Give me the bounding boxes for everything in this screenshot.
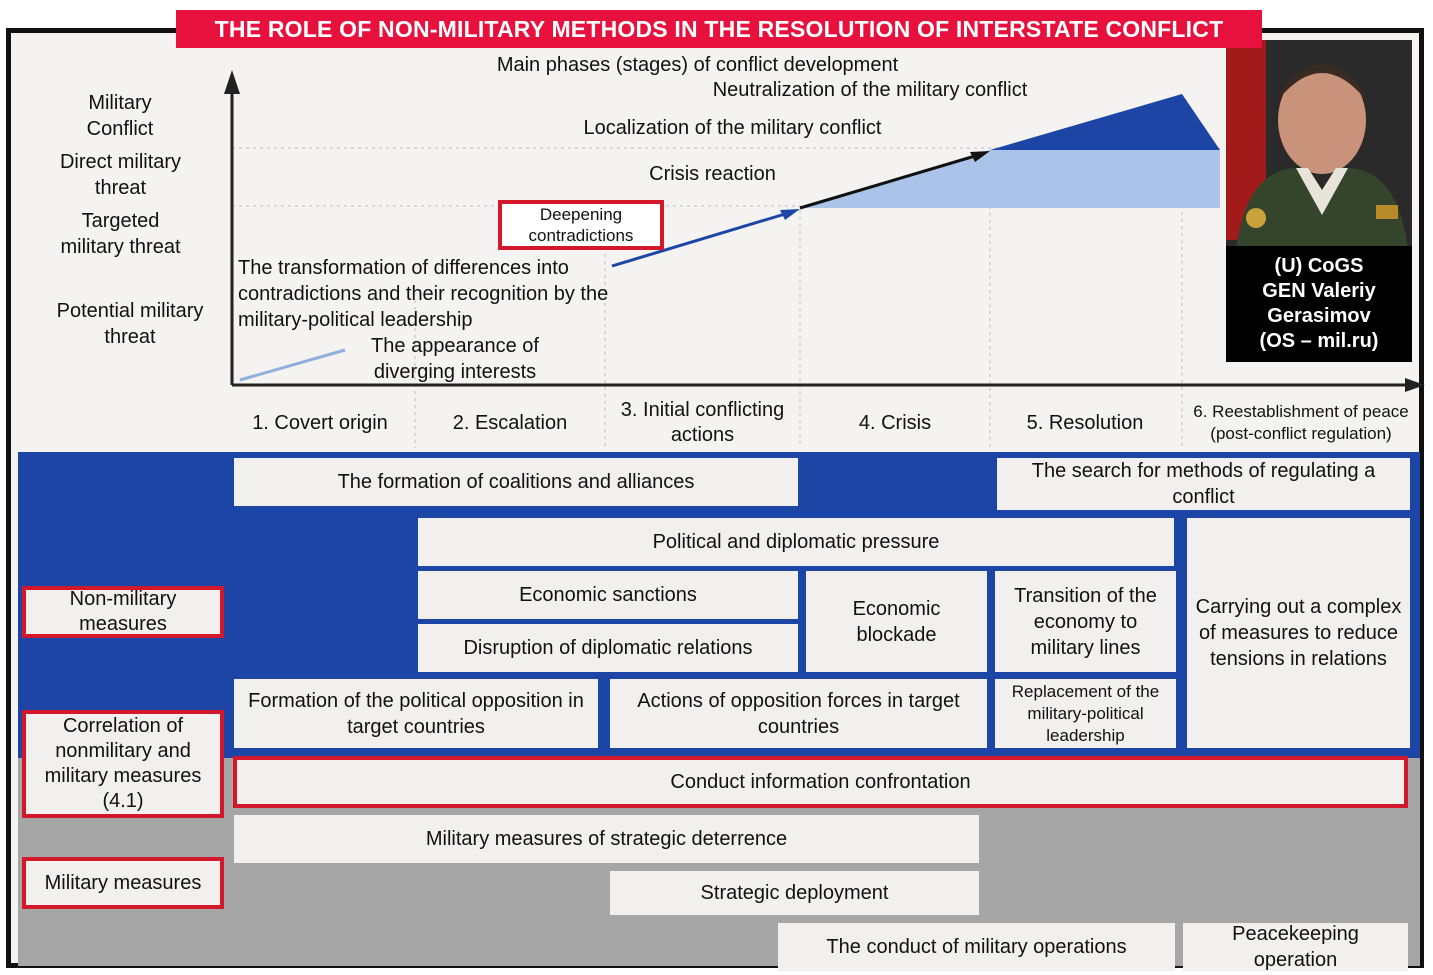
neutralization-label: Neutralization of the military conflict: [712, 79, 1028, 101]
main-phases-label: Main phases (stages) of conflict develop…: [496, 54, 899, 76]
measure-strategic-deployment: Strategic deployment: [610, 871, 979, 915]
measure-political-opposition: Formation of the political opposition in…: [234, 679, 598, 748]
phase-1: 1. Covert origin: [252, 411, 388, 434]
measure-disruption: Disruption of diplomatic relations: [418, 624, 798, 672]
measure-strategic-deterrence: Military measures of strategic deterrenc…: [234, 815, 979, 863]
measure-political-pressure: Political and diplomatic pressure: [418, 518, 1174, 566]
row-label-non-military: Non-military measures: [22, 586, 224, 638]
caption-line-2: GEN Valeriy: [1262, 280, 1376, 302]
deepening-contradictions-box: Deepening contradictions: [498, 200, 664, 250]
measure-search-methods: The search for methods of regulating a c…: [997, 458, 1410, 510]
transformation-label: The transformation of differences into c…: [238, 257, 609, 331]
measure-peacekeeping: Peacekeeping operation: [1183, 923, 1408, 971]
phase-4: 4. Crisis: [858, 411, 932, 434]
threat-military-conflict: Military Conflict: [86, 92, 154, 140]
phase-6: 6. Reestablishment of peace (post-confli…: [1193, 402, 1409, 443]
measure-transition: Transition of the economy to military li…: [995, 571, 1176, 672]
phase-2: 2. Escalation: [452, 411, 568, 434]
caption-line-4: (OS – mil.ru): [1259, 330, 1379, 352]
phase-5: 5. Resolution: [1026, 411, 1144, 434]
measure-military-operations: The conduct of military operations: [778, 923, 1175, 971]
threat-direct: Direct military threat: [59, 151, 182, 199]
threat-targeted: Targeted military threat: [60, 210, 181, 258]
neutralization-area: [990, 94, 1220, 150]
measure-coalitions: The formation of coalitions and alliance…: [234, 458, 798, 506]
page-title: THE ROLE OF NON-MILITARY METHODS IN THE …: [176, 10, 1262, 48]
measure-economic-sanctions: Economic sanctions: [418, 571, 798, 619]
measure-opposition-forces: Actions of opposition forces in target c…: [610, 679, 987, 748]
localization-label: Localization of the military conflict: [583, 117, 882, 139]
crisis-reaction-label: Crisis reaction: [649, 163, 776, 185]
measure-information-confrontation: Conduct information confrontation: [233, 756, 1408, 808]
phase-3: 3. Initial conflicting actions: [620, 399, 785, 446]
appearance-label: The appearance of diverging interests: [371, 335, 539, 383]
measure-replacement: Replacement of the military-political le…: [995, 679, 1176, 748]
caption-line-3: Gerasimov: [1267, 305, 1371, 327]
caption-line-1: (U) CoGS: [1274, 255, 1364, 277]
row-label-correlation: Correlation of nonmilitary and military …: [22, 710, 224, 818]
threat-potential: Potential military threat: [56, 300, 204, 348]
measure-complex: Carrying out a complex of measures to re…: [1187, 518, 1410, 748]
localization-area: [800, 150, 1220, 208]
portrait-caption: (U) CoGS GEN Valeriy Gerasimov (OS – mil…: [1226, 246, 1412, 362]
measure-economic-blockade: Economic blockade: [806, 571, 987, 672]
row-label-military: Military measures: [22, 857, 224, 909]
